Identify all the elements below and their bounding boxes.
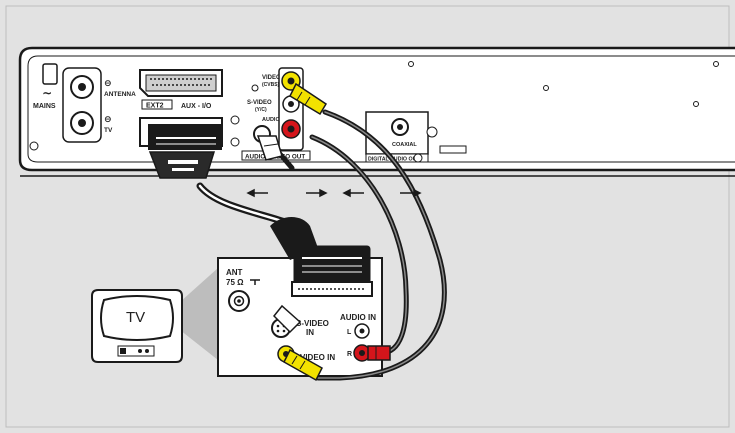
audio-in-label: AUDIO IN: [340, 313, 376, 322]
ant-symbol-icon: [250, 279, 260, 285]
audio-label: AUDIO: [262, 117, 280, 123]
tv-scart-plug: [270, 217, 373, 297]
video-in-label: VIDEO IN: [300, 353, 335, 362]
signal-direction-arrow-icon: [342, 188, 364, 198]
recorder-back-panel: ∼ MAINS ⊖ ANTENNA ⊖ TV EXT2 AUX - I/O VI…: [18, 46, 735, 177]
tv-arrow-icon: ⊖: [104, 114, 112, 124]
signal-direction-arrow-icon: [306, 188, 328, 198]
recorder-scart-plug: [148, 124, 222, 179]
signal-direction-arrows: [246, 188, 422, 198]
coaxial-label: COAXIAL: [392, 142, 417, 148]
tv-audio-plug: [367, 345, 391, 361]
signal-direction-arrow-icon: [400, 188, 422, 198]
antenna-arrow-icon: ⊖: [104, 78, 112, 88]
ant-label: ANT: [226, 268, 243, 277]
ant-impedance-label: 75 Ω: [226, 278, 244, 287]
tv-zoom-beam: [180, 268, 218, 360]
signal-direction-arrow-icon: [246, 188, 268, 198]
tv-svideo-plug: [272, 304, 302, 334]
tv-set-illustration: TV: [91, 268, 218, 363]
svideo-in-label: S-VIDEO: [296, 319, 329, 328]
recorder-svideo-plug: [256, 135, 283, 161]
tv-label: TV: [104, 127, 113, 134]
video-sub-label: (CVBS): [262, 82, 280, 88]
aux-label: AUX - I/O: [181, 103, 212, 110]
audio-l-label: L: [347, 329, 352, 336]
mains-socket: [42, 63, 58, 85]
tv-video-plug: [283, 348, 323, 382]
audio-r-label: R: [347, 351, 352, 358]
mains-icon: ∼: [42, 86, 52, 100]
svideo-in-sub-label: IN: [306, 328, 314, 337]
antenna-label: ANTENNA: [104, 91, 136, 98]
svideo-label: S-VIDEO: [247, 100, 272, 106]
mains-label: MAINS: [33, 103, 56, 110]
tv-screen-label: TV: [126, 309, 145, 326]
svideo-sub-label: (Y/C): [255, 107, 267, 113]
ext2-label: EXT2: [146, 103, 164, 110]
outer-frame: [5, 5, 730, 428]
video-label: VIDEO: [262, 75, 281, 81]
recorder-video-plug: [289, 82, 328, 116]
